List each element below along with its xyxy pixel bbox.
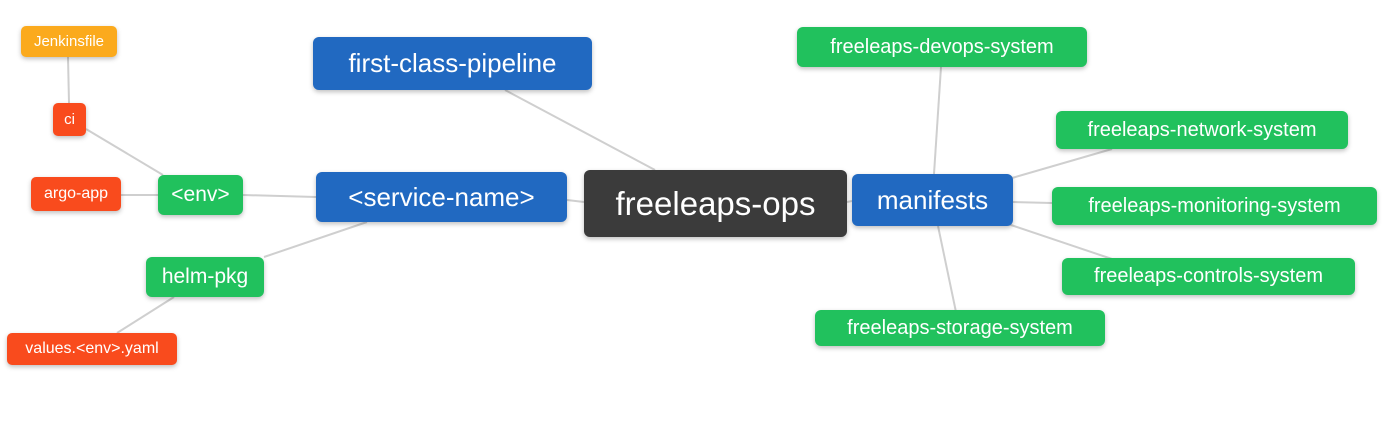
- edge-helm-pkg-values: [116, 296, 175, 334]
- edge-manifests-monitoring: [1012, 201, 1053, 204]
- edge-manifests-controls: [1007, 223, 1113, 260]
- edge-manifests-storage: [937, 225, 957, 313]
- edge-manifests-network: [1011, 148, 1113, 179]
- node-freeleaps-network-system[interactable]: freeleaps-network-system: [1056, 111, 1348, 149]
- node-argo-app[interactable]: argo-app: [31, 177, 121, 211]
- node-freeleaps-storage-system[interactable]: freeleaps-storage-system: [815, 310, 1105, 346]
- node-freeleaps-controls-system[interactable]: freeleaps-controls-system: [1062, 258, 1355, 295]
- edge-manifests-devops: [933, 66, 942, 175]
- edge-env-service-name: [242, 194, 317, 198]
- node-helm-pkg[interactable]: helm-pkg: [146, 257, 264, 297]
- node-first-class-pipeline[interactable]: first-class-pipeline: [313, 37, 592, 90]
- edge-service-name-helm-pkg: [263, 221, 368, 258]
- node-values-env-yaml[interactable]: values.<env>.yaml: [7, 333, 177, 365]
- node-freeleaps-ops[interactable]: freeleaps-ops: [584, 170, 847, 237]
- node-env[interactable]: <env>: [158, 175, 243, 215]
- node-ci[interactable]: ci: [53, 103, 86, 136]
- node-freeleaps-monitoring-system[interactable]: freeleaps-monitoring-system: [1052, 187, 1377, 225]
- edge-jenkinsfile-ci: [67, 56, 70, 104]
- node-jenkinsfile[interactable]: Jenkinsfile: [21, 26, 117, 57]
- edge-pipeline-freeleaps-ops: [504, 89, 656, 171]
- node-freeleaps-devops-system[interactable]: freeleaps-devops-system: [797, 27, 1087, 67]
- node-manifests[interactable]: manifests: [852, 174, 1013, 226]
- node-service-name[interactable]: <service-name>: [316, 172, 567, 222]
- edge-ci-env: [85, 128, 164, 176]
- edge-freeleaps-ops-manifests: [846, 200, 853, 203]
- edge-service-name-freeleaps-ops: [566, 199, 585, 203]
